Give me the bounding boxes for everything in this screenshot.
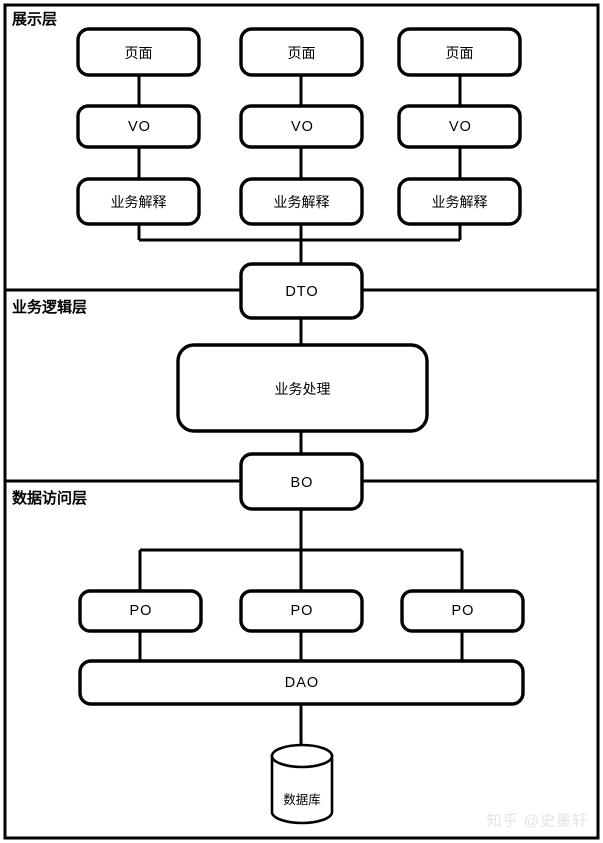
node-po-2[interactable]: PO: [239, 589, 364, 633]
node-dao-box[interactable]: [78, 659, 525, 706]
node-po-2-label: PO: [291, 603, 314, 619]
node-interpret-3-label: 业务解释: [432, 194, 488, 210]
node-business-process-label: 业务处理: [275, 381, 331, 397]
node-vo-2-label: VO: [291, 119, 314, 135]
node-interpret-2[interactable]: 业务解释: [239, 177, 364, 226]
node-interpret-2-label: 业务解释: [274, 194, 330, 210]
layer-label-data-access: 数据访问层: [12, 489, 87, 507]
node-bo-label: BO: [291, 475, 314, 491]
node-vo-1[interactable]: VO: [76, 104, 201, 149]
node-vo-3-label: VO: [449, 119, 472, 135]
node-database-label: 数据库: [283, 792, 321, 807]
database-cylinder-body[interactable]: [270, 754, 334, 825]
node-interpret-1-box[interactable]: [76, 177, 201, 226]
node-page-3-box[interactable]: [397, 27, 522, 77]
node-page-2[interactable]: 页面: [239, 27, 364, 77]
node-vo-3-box[interactable]: [397, 104, 522, 149]
node-interpret-3[interactable]: 业务解释: [397, 177, 522, 226]
node-page-3-label: 页面: [446, 45, 474, 61]
node-dto[interactable]: DTO: [239, 262, 364, 320]
node-bo[interactable]: BO: [239, 452, 364, 511]
node-vo-3[interactable]: VO: [397, 104, 522, 149]
node-vo-1-label: VO: [128, 119, 151, 135]
node-business-process-box[interactable]: [176, 343, 429, 433]
node-vo-2[interactable]: VO: [239, 104, 364, 149]
node-business-process[interactable]: 业务处理: [176, 343, 429, 433]
node-vo-2-box[interactable]: [239, 104, 364, 149]
node-po-1[interactable]: PO: [78, 589, 203, 633]
node-page-3[interactable]: 页面: [397, 27, 522, 77]
diagram-frame: [3, 3, 600, 840]
node-page-1[interactable]: 页面: [76, 27, 201, 77]
node-interpret-1[interactable]: 业务解释: [76, 177, 201, 226]
node-page-1-label: 页面: [125, 45, 153, 61]
node-vo-1-box[interactable]: [76, 104, 201, 149]
node-interpret-2-box[interactable]: [239, 177, 364, 226]
node-database[interactable]: 数据库: [270, 743, 334, 825]
node-bo-box[interactable]: [239, 452, 364, 511]
watermark-label: 知乎 @史墨轩: [487, 813, 588, 830]
node-po-1-box[interactable]: [78, 589, 203, 633]
node-dto-box[interactable]: [239, 262, 364, 320]
node-po-3[interactable]: PO: [400, 589, 525, 633]
node-dto-label: DTO: [285, 284, 318, 300]
node-dao-label: DAO: [285, 675, 319, 691]
node-page-2-box[interactable]: [239, 27, 364, 77]
layer-label-business-logic: 业务逻辑层: [12, 298, 87, 316]
node-interpret-1-label: 业务解释: [111, 194, 167, 210]
node-interpret-3-box[interactable]: [397, 177, 522, 226]
node-page-1-box[interactable]: [76, 27, 201, 77]
node-po-1-label: PO: [130, 603, 153, 619]
node-po-3-label: PO: [452, 603, 475, 619]
node-page-2-label: 页面: [288, 45, 316, 61]
node-po-3-box[interactable]: [400, 589, 525, 633]
database-cylinder-top: [270, 743, 334, 769]
node-dao[interactable]: DAO: [78, 659, 525, 706]
layer-label-presentation: 展示层: [12, 11, 57, 28]
node-po-2-box[interactable]: [239, 589, 364, 633]
